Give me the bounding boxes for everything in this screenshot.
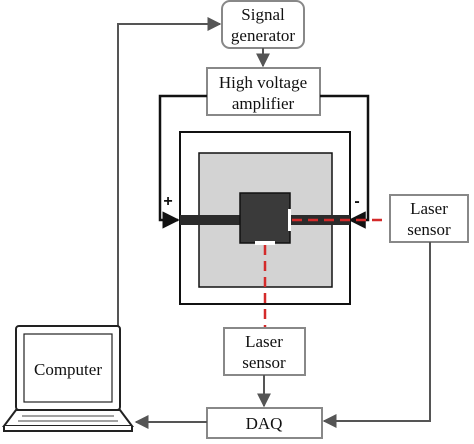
laser-sensor-bottom-block: Laser sensor [223, 327, 306, 376]
laser-sensor-bottom-label-line2: sensor [242, 353, 286, 372]
daq-block: DAQ [206, 407, 323, 439]
amplifier-label-line1: High voltage [219, 73, 307, 92]
line-computer-to-signal-generator [117, 17, 222, 398]
laser-sensor-bottom-label-line1: Laser [245, 332, 283, 351]
arrow-right-sensor-to-daq [322, 242, 431, 428]
plus-terminal-sign: + [163, 193, 172, 210]
laptop-icon: Computer [2, 325, 134, 432]
central-device [239, 192, 291, 244]
laser-sensor-right-label-line2: sensor [407, 220, 451, 239]
wire-amplifier-to-plus [158, 94, 207, 229]
laser-sensor-right-label-line1: Laser [410, 199, 448, 218]
daq-label: DAQ [246, 414, 283, 433]
laser-spot-bottom [255, 241, 275, 245]
signal-generator-label-line1: Signal [241, 5, 285, 24]
laser-sensor-right-block: Laser sensor [389, 194, 469, 243]
laser-spot-right [288, 209, 291, 231]
amplifier-label-line2: amplifier [232, 94, 295, 113]
signal-generator-label-line2: generator [231, 26, 296, 45]
left-beam [180, 215, 240, 225]
computer-label: Computer [34, 360, 102, 379]
minus-terminal-sign: - [354, 193, 359, 210]
right-beam [290, 215, 350, 225]
amplifier-block: High voltage amplifier [206, 67, 321, 116]
signal-generator-block: Signal generator [221, 0, 305, 49]
